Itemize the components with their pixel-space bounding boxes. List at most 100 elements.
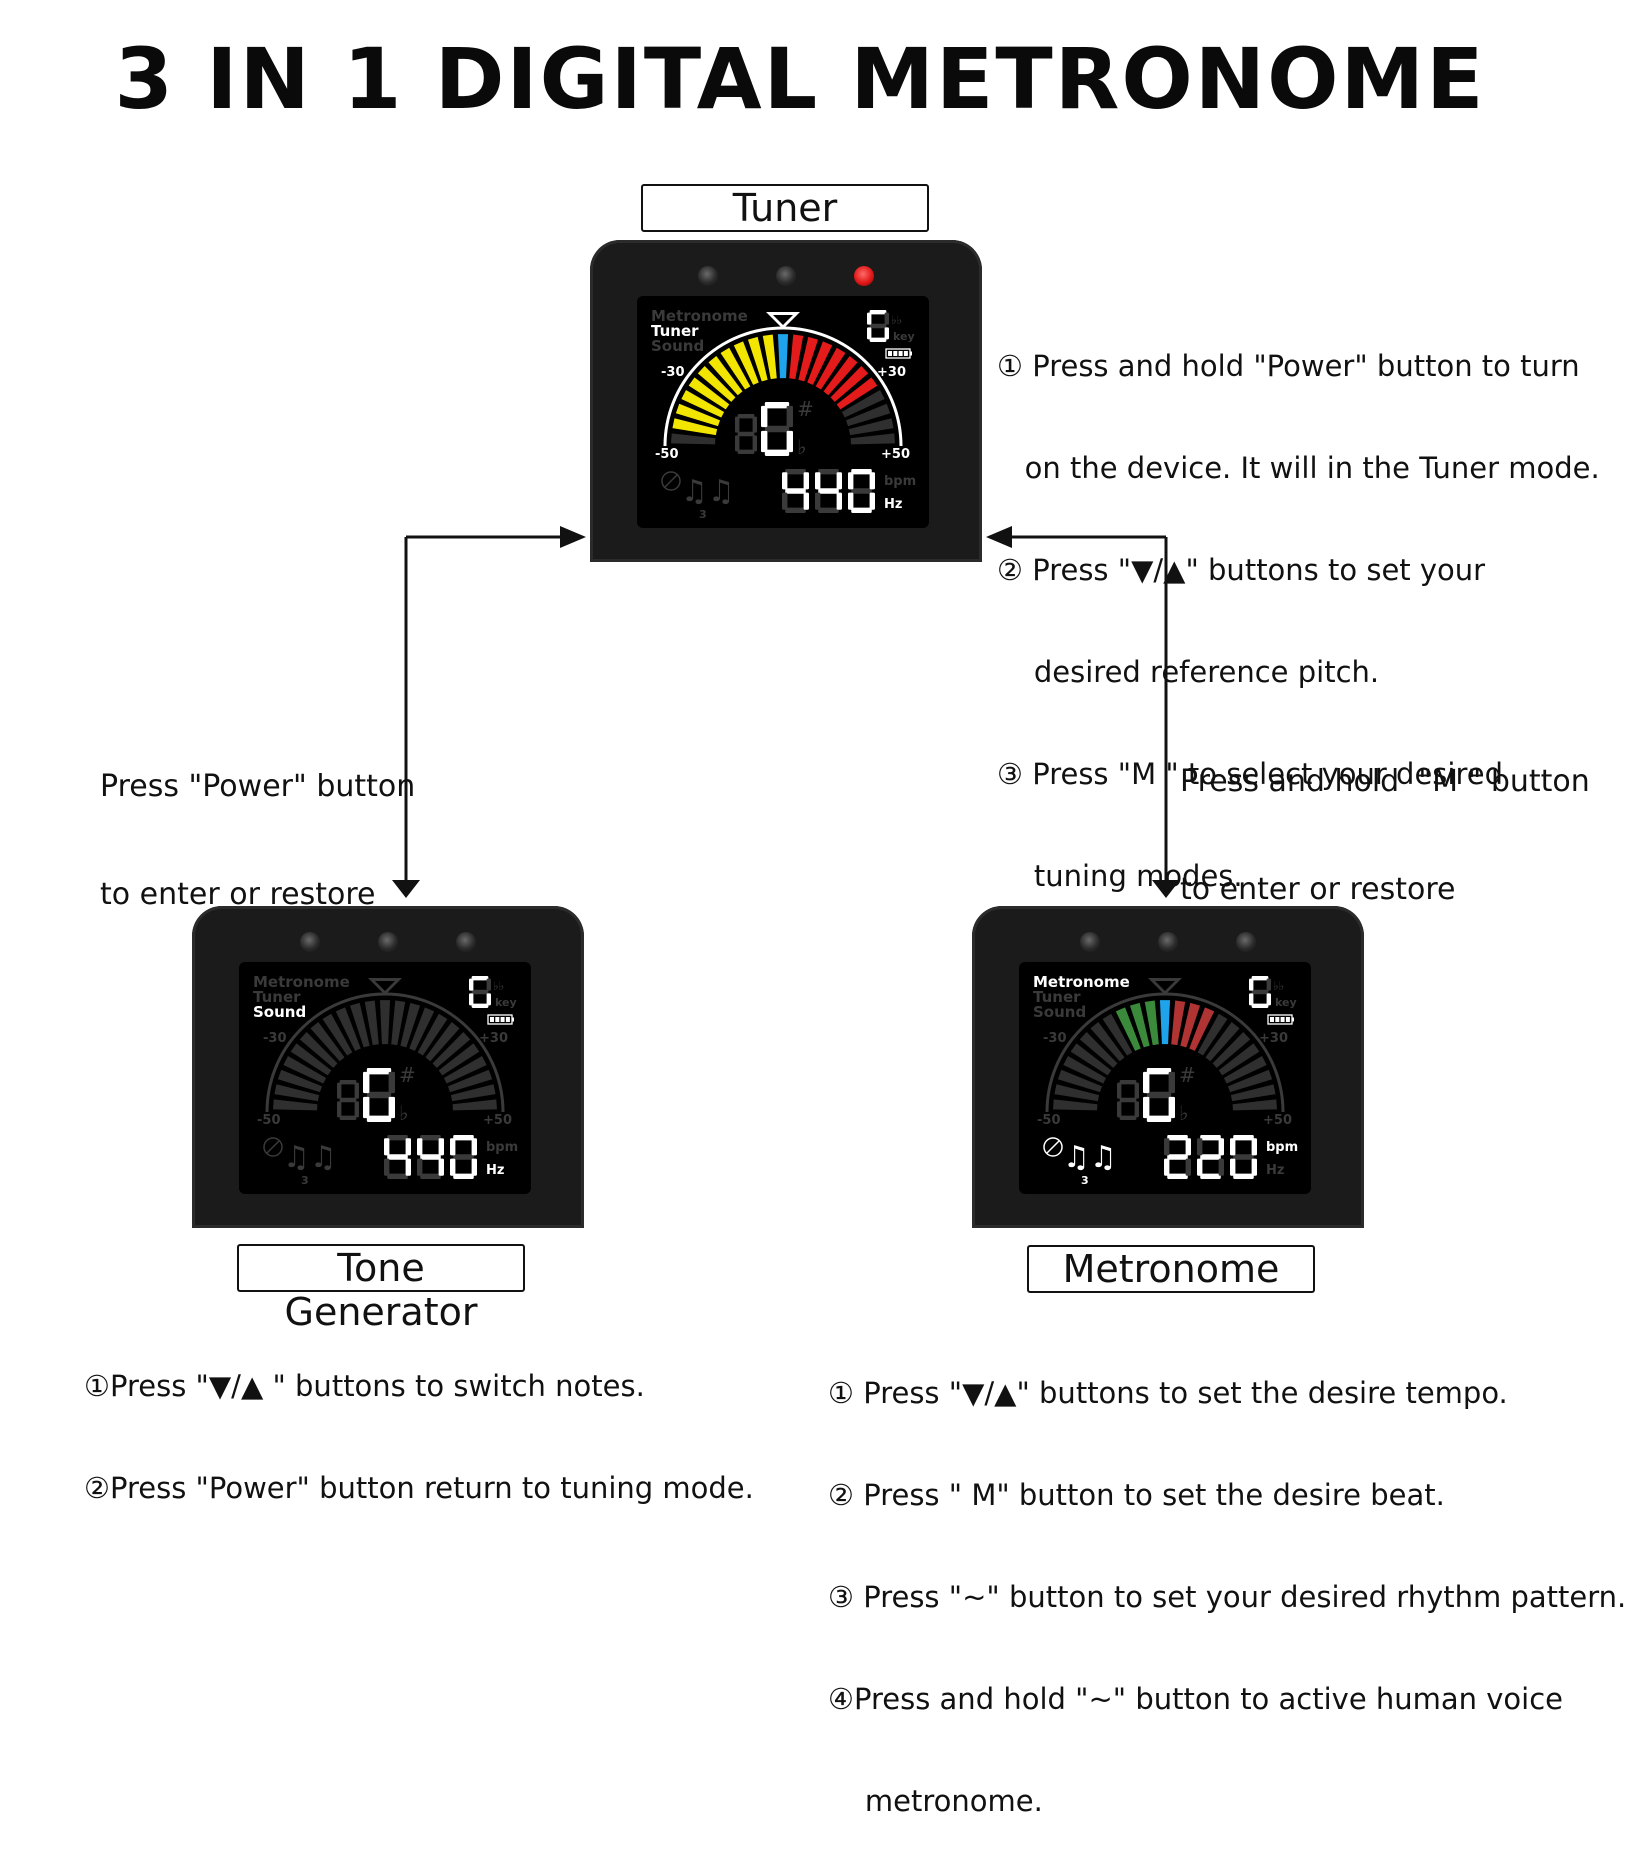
scale-arc bbox=[663, 326, 903, 447]
scale-label-left-inner: -30 bbox=[1043, 1031, 1067, 1046]
rhythm-pattern-icon bbox=[1043, 1137, 1063, 1157]
scale-label-left-inner: -30 bbox=[661, 365, 685, 380]
tuning-bar bbox=[335, 1007, 361, 1051]
tuning-bar bbox=[1090, 1022, 1125, 1062]
arrowhead-right-icon bbox=[560, 526, 586, 548]
unit-hz-label: Hz bbox=[884, 497, 902, 512]
readout-digit bbox=[417, 1135, 444, 1179]
tuning-bar bbox=[1054, 1084, 1100, 1102]
sharp-icon: # bbox=[399, 1063, 416, 1087]
scale-label-right-outer: +50 bbox=[1263, 1113, 1292, 1128]
needle-pointer-icon bbox=[1148, 978, 1182, 995]
tuner-instruction-line: ① Press and hold "Power" button to turn bbox=[997, 349, 1580, 383]
battery-icon bbox=[1267, 1014, 1294, 1025]
tuning-bar bbox=[675, 403, 721, 427]
tuning-bar bbox=[1079, 1031, 1118, 1068]
double-flat-icon: ♭♭ bbox=[891, 313, 902, 327]
tuning-bar bbox=[789, 334, 804, 380]
device-button-left[interactable] bbox=[1080, 932, 1100, 952]
double-flat-icon: ♭♭ bbox=[1273, 979, 1284, 993]
tuning-bar bbox=[762, 334, 777, 380]
power-indicator-led bbox=[854, 266, 874, 286]
tuner-instruction-line: on the device. It will in the Tuner mode… bbox=[997, 451, 1600, 485]
tuning-bar bbox=[807, 341, 833, 385]
tuning-bar bbox=[322, 1013, 353, 1056]
tuning-bar bbox=[283, 1056, 327, 1084]
sharp-icon: # bbox=[797, 397, 814, 421]
unit-hz-label: Hz bbox=[1266, 1163, 1284, 1178]
tuning-bar bbox=[409, 1007, 435, 1051]
mode-label-tuner: Tuner bbox=[1033, 988, 1081, 1006]
tuning-bar bbox=[432, 1031, 471, 1068]
readout-digit bbox=[1230, 1135, 1257, 1179]
transition-line: to enter or restore bbox=[100, 877, 376, 912]
right-transition-arrow bbox=[986, 526, 1180, 898]
tuning-bar bbox=[777, 334, 789, 379]
flat-icon: ♭ bbox=[1179, 1101, 1188, 1125]
device-button-right[interactable] bbox=[1236, 932, 1256, 952]
left-transition-arrow bbox=[392, 526, 586, 898]
metronome-instruction-line: ② Press " M" button to set the desire be… bbox=[828, 1478, 1445, 1512]
device-button-middle[interactable] bbox=[1158, 932, 1178, 952]
sharp-icon: # bbox=[1179, 1063, 1196, 1087]
tone-generator-label: Tone Generator bbox=[237, 1244, 525, 1334]
metronome-instruction-line: metronome. bbox=[828, 1784, 1043, 1818]
mode-label-metronome: Metronome bbox=[253, 973, 350, 991]
tuning-bar bbox=[1218, 1043, 1260, 1076]
readout-digit bbox=[450, 1135, 477, 1179]
tuning-bar bbox=[823, 356, 858, 396]
device-button-middle[interactable] bbox=[776, 266, 796, 286]
octave-digit bbox=[1117, 1080, 1139, 1120]
tuning-bar bbox=[671, 433, 716, 445]
tuner-instruction-line: desired reference pitch. bbox=[997, 655, 1380, 689]
triplet-label: 3 bbox=[1081, 1174, 1089, 1187]
tuning-bar bbox=[688, 377, 730, 410]
note-digit bbox=[1143, 1068, 1175, 1122]
tuning-bar bbox=[1070, 1043, 1112, 1076]
tuning-bar bbox=[452, 1099, 497, 1111]
rhythm-pattern-icon bbox=[661, 471, 681, 491]
double-flat-icon: ♭♭ bbox=[493, 979, 504, 993]
device-button-middle[interactable] bbox=[378, 932, 398, 952]
tuning-bar bbox=[443, 1056, 487, 1084]
tuning-bar bbox=[1212, 1031, 1251, 1068]
tuning-bar bbox=[349, 1002, 370, 1048]
flat-icon: ♭ bbox=[399, 1101, 408, 1125]
octave-digit bbox=[337, 1080, 359, 1120]
readout-digit bbox=[782, 469, 809, 513]
readout-digit bbox=[1197, 1135, 1224, 1179]
tuning-bar bbox=[697, 365, 736, 402]
tuning-bar bbox=[1115, 1007, 1141, 1051]
tuning-bar bbox=[672, 418, 718, 436]
scale-label-left-inner: -30 bbox=[263, 1031, 287, 1046]
right-transition-text: Press and hold "M " button to enter or r… bbox=[1180, 692, 1590, 944]
note-pattern-icon: ♫♫ bbox=[283, 1140, 337, 1175]
scale-label-right-outer: +50 bbox=[881, 447, 910, 462]
key-label: key bbox=[893, 330, 915, 343]
tuning-bar bbox=[845, 403, 891, 427]
mode-label-sound: Sound bbox=[253, 1003, 306, 1021]
triplet-label: 3 bbox=[301, 1174, 309, 1187]
device-button-left[interactable] bbox=[300, 932, 320, 952]
tuning-bar bbox=[277, 1069, 323, 1093]
transition-line: to enter or restore bbox=[1180, 872, 1456, 907]
tuning-bar bbox=[1057, 1069, 1103, 1093]
scale-label-right-inner: +30 bbox=[479, 1031, 508, 1046]
tuning-bar bbox=[708, 356, 743, 396]
arrowhead-down-icon bbox=[1152, 880, 1180, 898]
readout-digit bbox=[815, 469, 842, 513]
battery-icon bbox=[885, 348, 912, 359]
tuner-label: Tuner bbox=[641, 184, 929, 232]
tuner-instructions: ① Press and hold "Power" button to turn … bbox=[997, 281, 1600, 927]
device-button-right[interactable] bbox=[456, 932, 476, 952]
scale-arc bbox=[265, 992, 505, 1113]
tuning-bar bbox=[273, 1099, 318, 1111]
tone-instruction-line: ①Press "▼/▲ " buttons to switch notes. bbox=[84, 1369, 645, 1403]
tuning-bar bbox=[1189, 1007, 1215, 1051]
octave-digit bbox=[735, 414, 757, 454]
device-button-left[interactable] bbox=[698, 266, 718, 286]
